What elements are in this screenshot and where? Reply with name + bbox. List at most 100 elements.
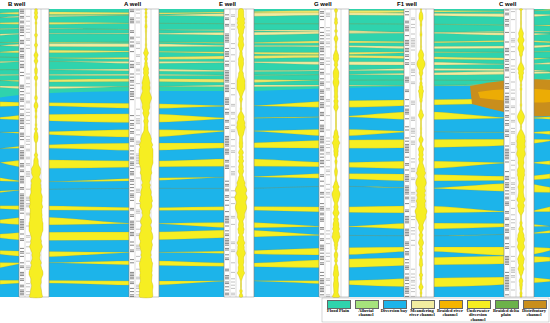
lithology-tick <box>405 232 409 233</box>
lithology-tick <box>130 291 134 292</box>
log-track-line <box>516 9 517 297</box>
depth-tick <box>511 90 515 91</box>
lithology-tick <box>405 54 409 55</box>
depth-tick <box>136 250 140 251</box>
lithology-tick <box>505 134 509 135</box>
lithology-tick <box>130 67 134 68</box>
lithology-tick <box>405 288 409 289</box>
lithology-tick <box>20 278 24 279</box>
lithology-tick <box>20 114 24 115</box>
lithology-tick <box>20 166 24 167</box>
lithology-tick <box>130 272 134 273</box>
lithology-tick <box>225 250 229 251</box>
lithology-tick <box>225 78 229 79</box>
lithology-tick <box>20 280 24 281</box>
lithology-tick <box>130 131 134 132</box>
lithology-tick <box>225 40 229 41</box>
lithology-tick <box>405 242 409 243</box>
depth-tick <box>26 283 30 284</box>
lithology-tick <box>20 22 24 23</box>
depth-tick <box>26 102 30 103</box>
lithology-tick <box>505 86 509 87</box>
lithology-tick <box>20 234 24 235</box>
lithology-tick <box>320 206 324 207</box>
depth-tick <box>136 178 140 179</box>
depth-tick <box>231 118 235 119</box>
depth-tick <box>511 214 515 215</box>
lithology-tick <box>505 24 509 25</box>
lithology-tick <box>225 48 229 49</box>
depth-tick <box>26 286 30 287</box>
lithology-tick <box>130 77 134 78</box>
depth-tick <box>136 42 140 43</box>
depth-tick <box>136 229 140 230</box>
depth-tick <box>411 43 415 44</box>
depth-tick <box>326 115 330 116</box>
lithology-tick <box>405 266 409 267</box>
depth-tick <box>411 70 415 71</box>
lithology-tick <box>505 123 509 124</box>
depth-tick <box>231 48 235 49</box>
lithology-tick <box>20 155 24 156</box>
lithology-tick <box>505 77 509 78</box>
lithology-tick <box>505 262 509 263</box>
lithology-tick <box>20 293 24 294</box>
depth-tick <box>136 213 140 214</box>
lithology-tick <box>405 243 409 244</box>
lithology-tick <box>130 234 134 235</box>
depth-tick <box>411 240 415 241</box>
depth-tick <box>26 38 30 39</box>
depth-tick <box>326 147 330 148</box>
lithology-tick <box>20 206 24 207</box>
lithology-tick <box>505 258 509 259</box>
upper-sand-lens <box>0 13 550 18</box>
depth-tick <box>411 170 415 171</box>
lithology-tick <box>320 192 324 193</box>
lithology-tick <box>405 118 409 119</box>
lithology-tick <box>505 157 509 158</box>
lithology-tick <box>130 133 134 134</box>
depth-tick <box>326 210 330 211</box>
depth-tick <box>411 24 415 25</box>
lithology-tick <box>405 30 409 31</box>
depth-tick <box>411 62 415 63</box>
depth-tick <box>411 131 415 132</box>
depth-tick <box>411 102 415 103</box>
lithology-tick <box>130 61 134 62</box>
lithology-tick <box>505 238 509 239</box>
depth-tick <box>411 83 415 84</box>
depth-tick <box>231 88 235 89</box>
lithology-tick <box>405 35 409 36</box>
lower-sand-band <box>0 247 550 257</box>
lithology-tick <box>320 282 324 283</box>
lithology-tick <box>20 238 24 239</box>
depth-tick <box>26 78 30 79</box>
depth-tick <box>136 211 140 212</box>
depth-tick <box>26 74 30 75</box>
lithology-tick <box>320 38 324 39</box>
depth-tick <box>26 174 30 175</box>
lithology-tick <box>320 83 324 84</box>
lithology-tick <box>405 187 409 188</box>
depth-tick <box>411 64 415 65</box>
lithology-tick <box>405 165 409 166</box>
lithology-tick <box>225 294 229 295</box>
lithology-tick <box>20 115 24 116</box>
lithology-tick <box>505 120 509 121</box>
lithology-tick <box>130 74 134 75</box>
lithology-tick <box>20 122 24 123</box>
lithology-tick <box>130 165 134 166</box>
log-track-line <box>510 9 511 297</box>
lithology-tick <box>505 64 509 65</box>
lithology-tick <box>130 224 134 225</box>
lithology-tick <box>225 91 229 92</box>
depth-tick <box>136 118 140 119</box>
lithology-tick <box>130 88 134 89</box>
lithology-tick <box>505 178 509 179</box>
gr-curve <box>29 9 43 298</box>
lithology-tick <box>405 194 409 195</box>
depth-tick <box>411 219 415 220</box>
lithology-tick <box>505 256 509 257</box>
log-track-line <box>246 9 247 297</box>
depth-tick <box>326 184 330 185</box>
